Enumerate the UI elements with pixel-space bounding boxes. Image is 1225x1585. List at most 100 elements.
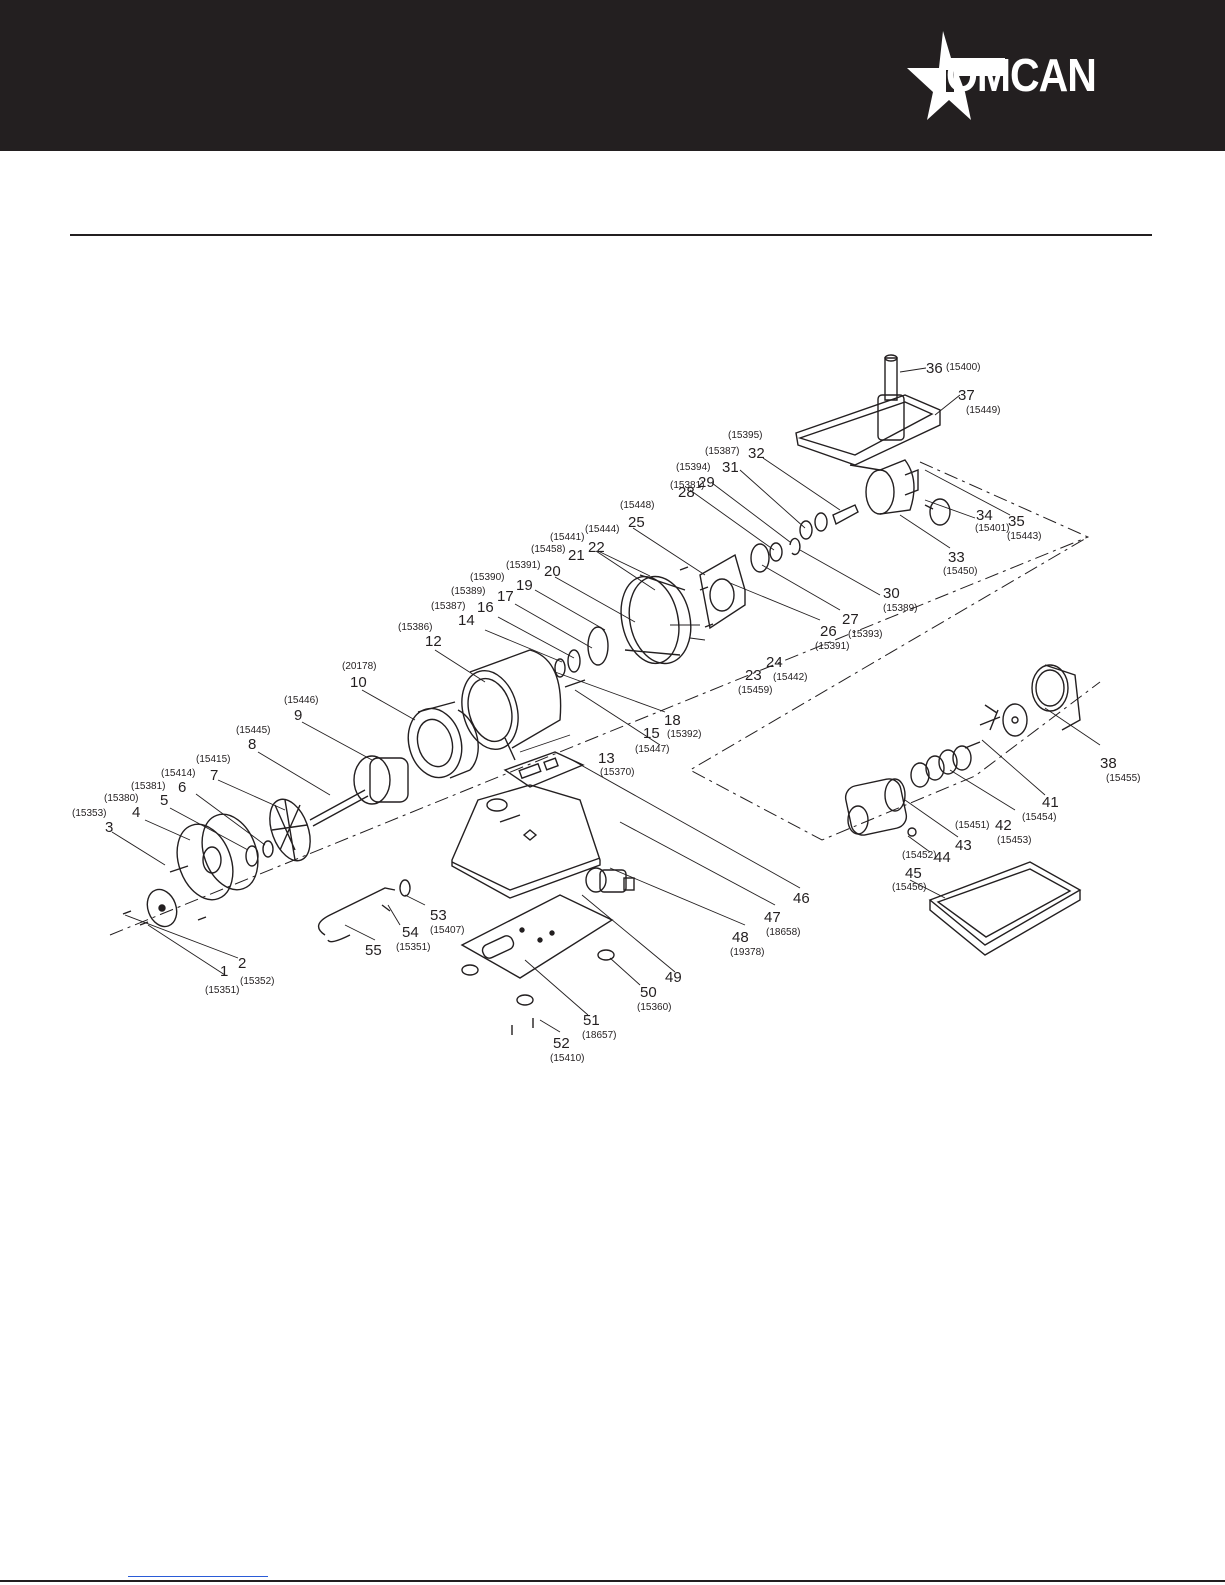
part-number-9: 9: [294, 707, 302, 724]
part-code-p44: (15452): [902, 850, 936, 861]
part-number-42: 42: [995, 817, 1012, 834]
part-code-p1: (15351): [205, 985, 239, 996]
part-code-p8: (15445): [236, 725, 270, 736]
part-number-53: 53: [430, 907, 447, 924]
part-code-p37: (15449): [966, 405, 1000, 416]
part-number-20: 20: [544, 563, 561, 580]
fan-cover: [169, 813, 259, 901]
part-code-p42b: (15451): [955, 820, 989, 831]
power-cord: [317, 879, 411, 943]
header-bar: [0, 0, 1225, 151]
part-code-p34: (15401): [975, 523, 1009, 534]
bearing-and-fan: [245, 798, 311, 867]
callout-leaders: [111, 367, 1101, 1033]
part-number-38: 38: [1100, 755, 1117, 772]
part-code-p24: (15442): [773, 672, 807, 683]
part-code-p29: (15394): [676, 462, 710, 473]
part-code-p10: (20178): [342, 661, 376, 672]
gear-assembly: [554, 626, 609, 688]
part-number-54: 54: [402, 924, 419, 941]
base-gasket: [503, 751, 585, 788]
part-code-p12: (15386): [398, 622, 432, 633]
part-number-19: 19: [516, 577, 533, 594]
part-number-18: 18: [664, 712, 681, 729]
part-number-35: 35: [1008, 513, 1025, 530]
part-number-34: 34: [976, 507, 993, 524]
part-code-p15: (15447): [635, 744, 669, 755]
part-code-p13: (15370): [600, 767, 634, 778]
part-number-49: 49: [665, 969, 682, 986]
star-icon: [907, 31, 1005, 120]
part-code-p38: (15455): [1106, 773, 1140, 784]
part-number-45: 45: [905, 865, 922, 882]
part-code-p32: (15395): [728, 430, 762, 441]
part-number-41: 41: [1042, 794, 1059, 811]
part-number-14: 14: [458, 612, 475, 629]
part-code-p27: (15393): [848, 629, 882, 640]
part-code-p53: (15407): [430, 925, 464, 936]
part-code-p35: (15443): [1007, 531, 1041, 542]
part-code-p50: (15360): [637, 1002, 671, 1013]
part-code-p5: (15381): [131, 781, 165, 792]
part-number-33: 33: [948, 549, 965, 566]
header-rule: [70, 234, 1152, 236]
base-plate: [460, 894, 614, 979]
assembly-axis-line: [109, 536, 1089, 936]
part-number-13: 13: [598, 750, 615, 767]
part-code-p25: (15448): [620, 500, 654, 511]
part-number-10: 10: [350, 674, 367, 691]
part-code-p6: (15414): [161, 768, 195, 779]
part-code-p20: (15391): [506, 560, 540, 571]
part-labels: 1(15351)2(15352)3(15353)4(15380)5(15381)…: [72, 360, 1140, 1064]
part-number-30: 30: [883, 585, 900, 602]
part-number-24: 24: [766, 654, 783, 671]
rubber-feet: [461, 949, 615, 1035]
brand-logo-text: OMCAN: [946, 49, 1097, 102]
feed-worm: [844, 745, 972, 836]
part-number-43: 43: [955, 837, 972, 854]
motor-end-cap: [122, 888, 207, 928]
machine-base: [451, 784, 601, 899]
part-code-p23: (15459): [738, 685, 772, 696]
stator-ring: [407, 701, 479, 779]
part-number-27: 27: [842, 611, 859, 628]
part-number-55: 55: [365, 942, 382, 959]
part-code-p9: (15446): [284, 695, 318, 706]
part-number-4: 4: [132, 804, 140, 821]
part-code-p41: (15454): [1022, 812, 1056, 823]
part-number-25: 25: [628, 514, 645, 531]
part-code-p31: (15387): [705, 446, 739, 457]
part-code-p42: (15453): [997, 835, 1031, 846]
diagram-artwork: [109, 354, 1101, 1035]
part-code-p28: (15381): [670, 480, 704, 491]
part-number-5: 5: [160, 792, 168, 809]
footer-link-underline[interactable]: [128, 1576, 268, 1577]
part-code-p7: (15415): [196, 754, 230, 765]
locking-knob: [924, 498, 951, 526]
part-code-p48: (19378): [730, 947, 764, 958]
part-code-p36: (15400): [946, 362, 980, 373]
part-number-31: 31: [722, 459, 739, 476]
part-code-p33: (15450): [943, 566, 977, 577]
part-number-3: 3: [105, 819, 113, 836]
worm-shaft-parts: [750, 504, 859, 573]
part-number-52: 52: [553, 1035, 570, 1052]
part-number-23: 23: [745, 667, 762, 684]
part-number-37: 37: [958, 387, 975, 404]
part-number-44: 44: [934, 849, 951, 866]
rotor-shaft: [309, 755, 409, 827]
part-code-p21: (15458): [531, 544, 565, 555]
part-code-p19: (15390): [470, 572, 504, 583]
part-number-29: 29: [698, 474, 715, 491]
part-number-6: 6: [178, 779, 186, 796]
part-number-22: 22: [588, 539, 605, 556]
feed-tray: [795, 354, 941, 471]
part-code-p14: (15387): [431, 601, 465, 612]
part-code-p54: (15351): [396, 942, 430, 953]
small-screw: [907, 827, 917, 837]
part-number-16: 16: [477, 599, 494, 616]
ring-nut: [1031, 664, 1081, 731]
part-number-28: 28: [678, 484, 695, 501]
part-number-47: 47: [764, 909, 781, 926]
